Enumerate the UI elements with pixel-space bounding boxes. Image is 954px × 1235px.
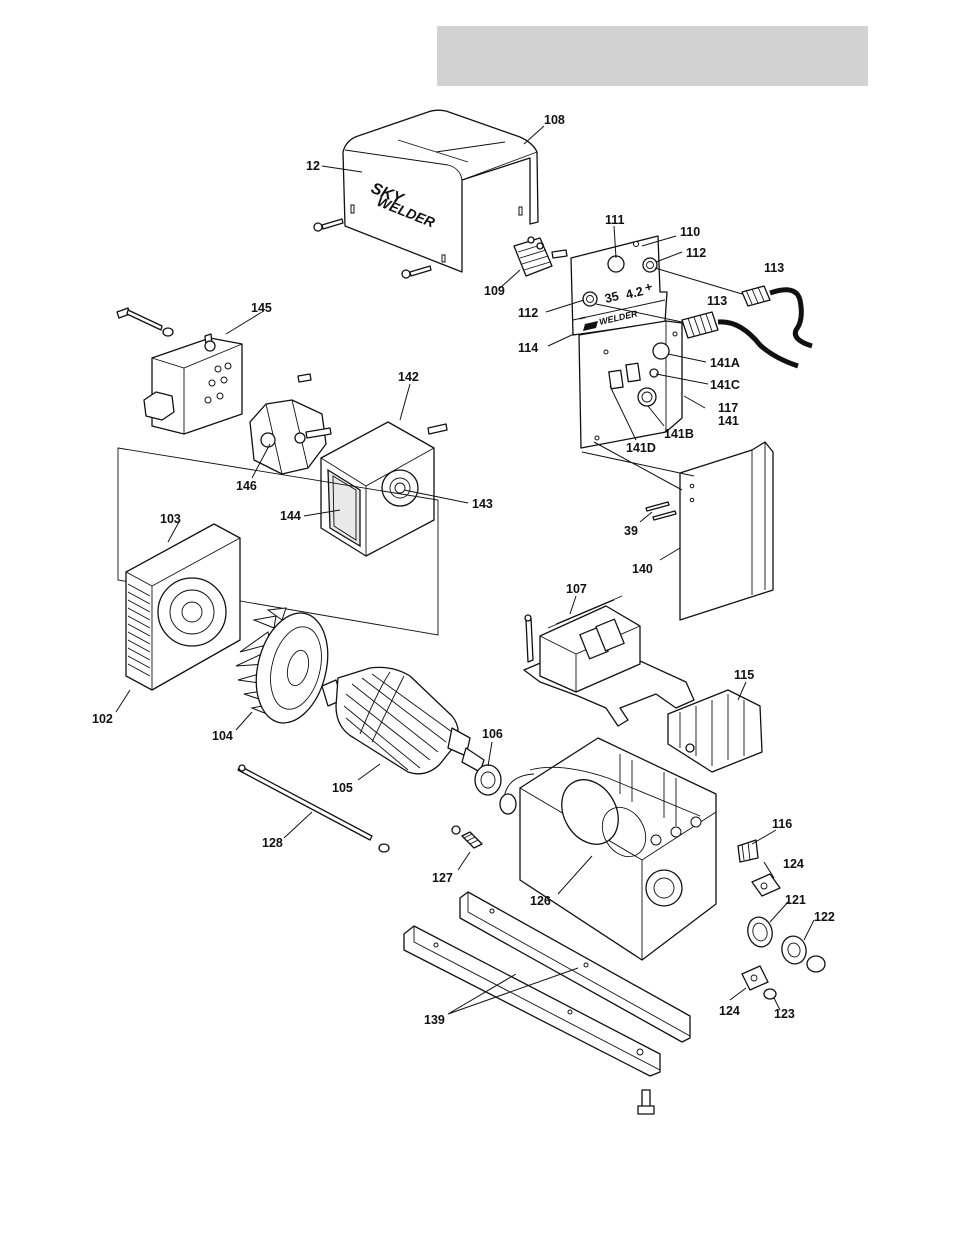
bearing	[475, 765, 501, 795]
callout-117: 117	[718, 401, 738, 415]
callout-141C: 141C	[710, 378, 740, 392]
side-cover	[680, 442, 773, 620]
cable-connector-lower	[682, 312, 798, 366]
callout-141D: 141D	[626, 441, 656, 455]
callout-113-upper: 113	[764, 261, 784, 275]
callout-123: 123	[774, 1007, 795, 1021]
cooling-fan	[236, 605, 339, 730]
mount-bolt	[452, 826, 482, 848]
base-bolt	[638, 1090, 654, 1114]
front-panel: 35 4.2 − + WELDER	[571, 236, 667, 335]
armature	[322, 667, 484, 773]
callout-110: 110	[680, 225, 700, 239]
callout-140: 140	[632, 562, 653, 576]
callout-109: 109	[484, 284, 505, 298]
rectifier-assembly	[524, 596, 694, 726]
callout-105: 105	[332, 781, 353, 795]
callout-128: 128	[262, 836, 283, 850]
callout-145: 145	[251, 301, 272, 315]
callout-116: 116	[772, 817, 792, 831]
small-parts	[738, 840, 825, 999]
long-bolt	[117, 308, 173, 336]
callout-107: 107	[566, 582, 587, 596]
callout-108: 108	[544, 113, 565, 127]
callout-124-upper: 124	[783, 857, 804, 871]
callout-111: 111	[605, 213, 625, 227]
callout-39: 39	[624, 524, 638, 538]
callout-127: 127	[432, 871, 453, 885]
callout-144: 144	[280, 509, 301, 523]
callout-112-right: 112	[686, 246, 706, 260]
callout-122: 122	[814, 910, 835, 924]
stator-frame	[500, 738, 716, 960]
top-cover: SKY WELDER	[343, 110, 538, 272]
callout-126: 126	[530, 894, 551, 908]
callout-115: 115	[734, 668, 754, 682]
callout-141: 141	[718, 414, 739, 428]
callout-141A: 141A	[710, 356, 740, 370]
callout-112-left: 112	[518, 306, 538, 320]
callout-139: 139	[424, 1013, 445, 1027]
callout-113-lower: 113	[707, 294, 727, 308]
callout-121: 121	[785, 893, 806, 907]
callout-146: 146	[236, 479, 257, 493]
adapter-housing	[321, 422, 447, 556]
selector-switch	[514, 237, 567, 276]
callout-12: 12	[306, 159, 320, 173]
callout-103: 103	[160, 512, 181, 526]
callout-124-lower: 124	[719, 1004, 740, 1018]
terminal-block	[144, 334, 242, 434]
callout-104: 104	[212, 729, 233, 743]
callout-142: 142	[398, 370, 419, 384]
callout-143: 143	[472, 497, 493, 511]
callout-102: 102	[92, 712, 113, 726]
callout-141B: 141B	[664, 427, 694, 441]
screws-39	[646, 502, 676, 520]
callout-114: 114	[518, 341, 538, 355]
end-bell	[126, 524, 240, 690]
callout-106: 106	[482, 727, 503, 741]
through-bolt	[238, 765, 389, 852]
